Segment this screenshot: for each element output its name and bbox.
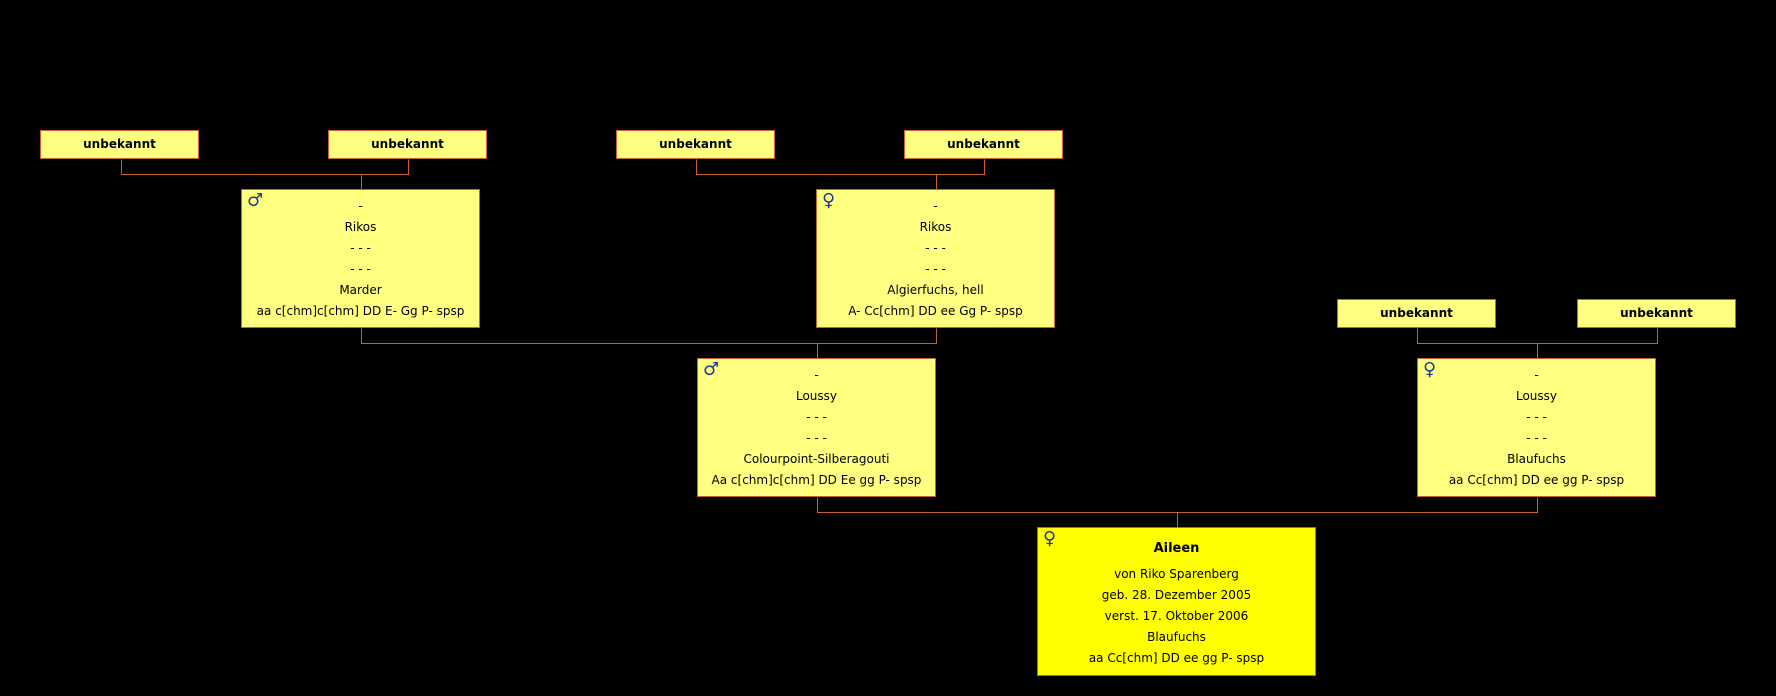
- node-line: -: [933, 199, 938, 213]
- node-line: von Riko Sparenberg: [1114, 567, 1239, 581]
- node-line: A- Cc[chm] DD ee Gg P- spsp: [848, 304, 1023, 318]
- male-icon: ♂: [703, 359, 720, 380]
- node-line: - - -: [350, 262, 371, 276]
- node-line: Rikos: [344, 220, 377, 234]
- node-line: Blaufuchs: [1147, 630, 1206, 644]
- female-icon: ♀: [1423, 359, 1437, 380]
- unknown-node-mother-mother[interactable]: unbekannt: [1577, 299, 1736, 328]
- unknown-node-pgm-mother[interactable]: unbekannt: [904, 130, 1063, 159]
- unknown-node-pgf-mother[interactable]: unbekannt: [328, 130, 487, 159]
- node-line: -: [358, 199, 363, 213]
- connector-mother-parents: [1417, 328, 1658, 359]
- node-father[interactable]: ♂ - Loussy - - - - - - Colourpoint-Silbe…: [697, 358, 936, 497]
- node-line: - - -: [1526, 410, 1547, 424]
- node-line: Aa c[chm]c[chm] DD Ee gg P- spsp: [711, 473, 922, 487]
- node-line: Rikos: [919, 220, 952, 234]
- node-paternal-grandmother[interactable]: ♀ - Rikos - - - - - - Algierfuchs, hell …: [816, 189, 1055, 328]
- node-line: Marder: [339, 283, 382, 297]
- connector-lines: [121, 159, 1658, 528]
- node-line: - - -: [806, 431, 827, 445]
- unknown-node-mother-father[interactable]: unbekannt: [1337, 299, 1496, 328]
- connector-pgf-parents: [121, 159, 409, 190]
- node-line: aa Cc[chm] DD ee gg P- spsp: [1088, 651, 1265, 665]
- connector-father-parents: [361, 328, 937, 359]
- node-line: -: [814, 368, 819, 382]
- node-paternal-grandfather[interactable]: ♂ - Rikos - - - - - - Marder aa c[chm]c[…: [241, 189, 480, 328]
- connector-subject-parents: [817, 497, 1538, 528]
- unknown-node-pgm-father[interactable]: unbekannt: [616, 130, 775, 159]
- node-line: verst. 17. Oktober 2006: [1104, 609, 1249, 623]
- node-mother[interactable]: ♀ - Loussy - - - - - - Blaufuchs aa Cc[c…: [1417, 358, 1656, 497]
- female-icon: ♀: [822, 190, 836, 211]
- node-line: Algierfuchs, hell: [887, 283, 984, 297]
- node-line: - - -: [806, 410, 827, 424]
- node-line: geb. 28. Dezember 2005: [1101, 588, 1252, 602]
- node-line: -: [1534, 368, 1539, 382]
- node-line: Loussy: [795, 389, 838, 403]
- female-icon: ♀: [1043, 528, 1057, 549]
- male-icon: ♂: [247, 190, 264, 211]
- node-line: Colourpoint-Silberagouti: [743, 452, 890, 466]
- node-line: aa c[chm]c[chm] DD E- Gg P- spsp: [256, 304, 465, 318]
- node-line: Blaufuchs: [1507, 452, 1566, 466]
- node-line: aa Cc[chm] DD ee gg P- spsp: [1448, 473, 1625, 487]
- node-line: - - -: [925, 262, 946, 276]
- node-line: - - -: [925, 241, 946, 255]
- subject-name: Aileen: [1153, 541, 1200, 556]
- node-subject[interactable]: ♀ Aileen von Riko Sparenberg geb. 28. De…: [1037, 527, 1316, 676]
- node-line: - - -: [1526, 431, 1547, 445]
- connector-pgm-parents: [696, 159, 985, 190]
- unknown-node-pgf-father[interactable]: unbekannt: [40, 130, 199, 159]
- node-line: - - -: [350, 241, 371, 255]
- node-line: Loussy: [1515, 389, 1558, 403]
